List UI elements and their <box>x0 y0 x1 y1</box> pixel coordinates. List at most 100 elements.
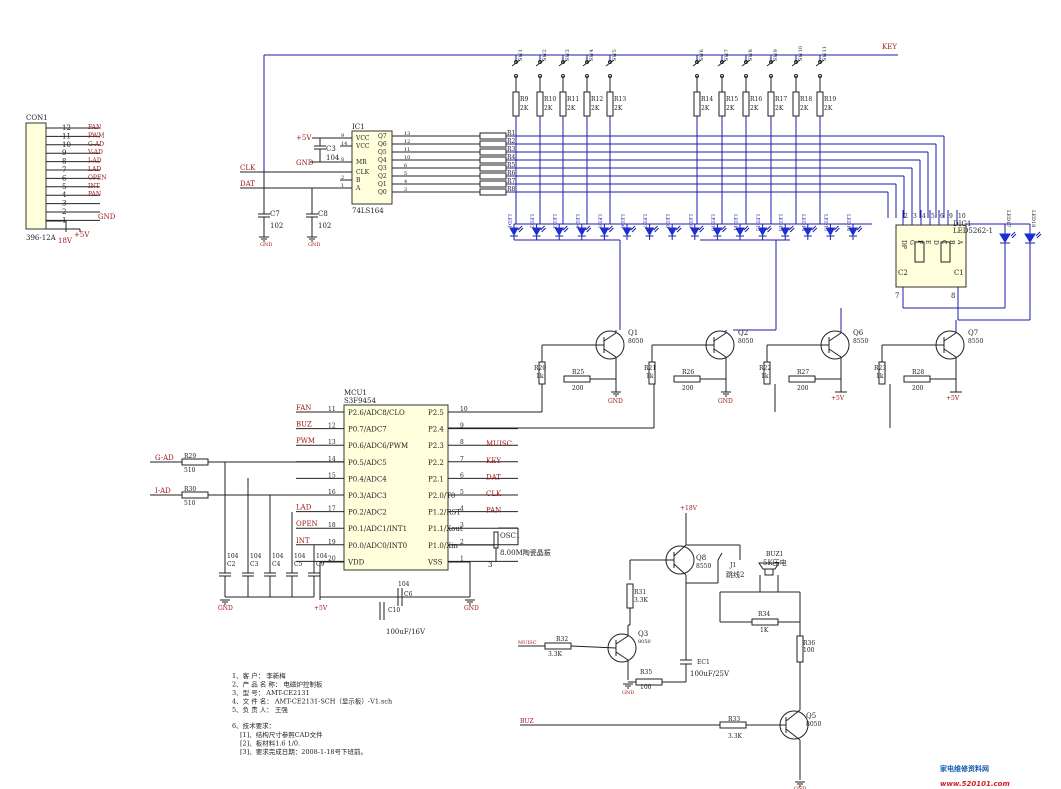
digit-pin-10: 10 <box>958 213 966 220</box>
res-r30: R30 <box>184 486 196 493</box>
note-req-title: 6、技术要求： <box>232 721 275 730</box>
transistor-q7: Q7 <box>968 329 978 337</box>
mcucap-c5-ref: C5 <box>294 561 303 568</box>
res-r21: R21 <box>644 365 656 372</box>
q3-part: 8050 <box>638 639 651 645</box>
res-r27-val: 200 <box>797 385 809 392</box>
mcu-pin-name-4: P1.2/RST <box>428 509 461 517</box>
res-r12-val: 2K <box>591 105 600 112</box>
c6-ref: C6 <box>404 591 413 598</box>
digit-ref: DIG1 <box>953 220 971 228</box>
ic1-pin-name-vcc: VCC <box>355 143 370 150</box>
con1-body <box>25 122 47 230</box>
note-req-0: [1]、结构尺寸参照CAD文件 <box>240 730 323 739</box>
digit-pin-5: 5 <box>931 213 935 220</box>
q5-ref: Q5 <box>806 712 816 720</box>
res-r21-val: 1k <box>646 373 654 380</box>
res-r17: R17 <box>775 96 787 103</box>
con1-net-v-ad: V-AD <box>87 149 103 156</box>
res-r33-val: 3.3K <box>728 733 743 740</box>
res-r13: R13 <box>614 96 626 103</box>
res-r26: R26 <box>682 369 694 376</box>
mcu-pin-15: 15 <box>328 472 336 479</box>
led-led6: LED6 <box>619 214 625 228</box>
res-r16: R16 <box>750 96 762 103</box>
ic1-pin-name-mr: MR <box>356 159 367 166</box>
mcu-pin-8: 8 <box>460 439 464 446</box>
watermark-cn: 家电维修资料网 <box>940 764 989 773</box>
mcu-pin-3: 3 <box>460 522 464 529</box>
mcu-pin-name-17: P0.2/ADC2 <box>348 509 387 517</box>
res-r22: R22 <box>759 365 771 372</box>
mcu-net-int: INT <box>296 537 310 545</box>
res-r33: R33 <box>728 716 740 723</box>
ic1-c3-ref: C3 <box>326 145 336 153</box>
digit-seg-dp: DP <box>900 240 907 249</box>
digit-pin-2: 2 <box>904 213 908 220</box>
res-r34: R34 <box>758 611 770 618</box>
res-r19: R19 <box>824 96 836 103</box>
ic1-out-q2: Q2 <box>378 173 387 180</box>
res-r20: R20 <box>534 365 546 372</box>
res-r31-val: 3.3K <box>634 597 649 604</box>
con1-net-g-ad: G-AD <box>88 141 104 148</box>
con1-net-pan: PAN <box>88 191 101 198</box>
ic1-gnd-label: GND <box>296 159 314 167</box>
res-r36: R36 <box>803 640 815 647</box>
bias-sup-2: +5V <box>831 395 845 402</box>
mcu-pin-13: 13 <box>328 439 336 446</box>
cap-c7-val: 102 <box>270 222 283 230</box>
mcu-net-pwm: PWM <box>296 437 315 445</box>
res-r1: R1 <box>507 130 515 137</box>
res-r7: R7 <box>507 178 516 185</box>
res-r29-val: 510 <box>184 467 196 474</box>
switch-sw5: SW5 <box>612 49 618 61</box>
res-r10-val: 2K <box>544 105 553 112</box>
transistor-q6: Q6 <box>853 329 864 337</box>
input-net-i-ad: I-AD <box>155 487 171 495</box>
con1-ref: CON1 <box>26 114 48 122</box>
ic1-part: 74LS164 <box>352 207 384 215</box>
ic1-out-q5: Q5 <box>378 149 387 156</box>
res-r13-val: 2K <box>614 105 623 112</box>
res-r8: R8 <box>507 186 516 193</box>
switch-sw4: SW4 <box>589 49 595 61</box>
mcu-5v: +5V <box>314 605 328 612</box>
con1-net-pwm: PWM <box>88 132 104 139</box>
res-r31: R31 <box>634 589 646 596</box>
res-r17-val: 2K <box>775 105 784 112</box>
mcucap-2-val: 104 <box>272 553 284 560</box>
mcu-pin-name-7: P2.2 <box>428 459 444 467</box>
con1-5v-label: +5V <box>74 231 90 239</box>
mcu-gnd2: GND <box>464 605 479 612</box>
res-r34-val: 1K <box>760 627 769 634</box>
mcu-pin-name-12: P0.7/ADC7 <box>348 426 387 434</box>
res-r25: R25 <box>572 369 584 376</box>
mcu-net-open: OPEN <box>296 520 318 528</box>
mcu-net-key: KEY <box>486 457 501 465</box>
osc-pin3: 3 <box>488 561 492 569</box>
digit-part: LED5262-1 <box>953 227 993 235</box>
audio-gnd2: GND <box>794 786 806 789</box>
mcu-pin-6: 6 <box>460 472 464 479</box>
note-req-1: [2]、板材料1.6 1/0. <box>240 739 300 748</box>
switch-sw11: SW11 <box>822 46 828 61</box>
mcu-net-fan: FAN <box>296 404 311 412</box>
transistor-q6-part: 8550 <box>853 338 868 345</box>
j1-ref: J1 <box>729 562 736 569</box>
q3-ref: Q3 <box>638 630 648 638</box>
con1-gnd-label: GND <box>98 213 116 221</box>
res-r4: R4 <box>507 154 516 161</box>
mcu-pin-name-18: P0.1/ADC1/INT1 <box>348 525 407 533</box>
switch-sw8: SW8 <box>748 49 754 61</box>
con1-net-open: OPEN <box>88 174 107 181</box>
con1-net-int: INT <box>88 183 100 190</box>
